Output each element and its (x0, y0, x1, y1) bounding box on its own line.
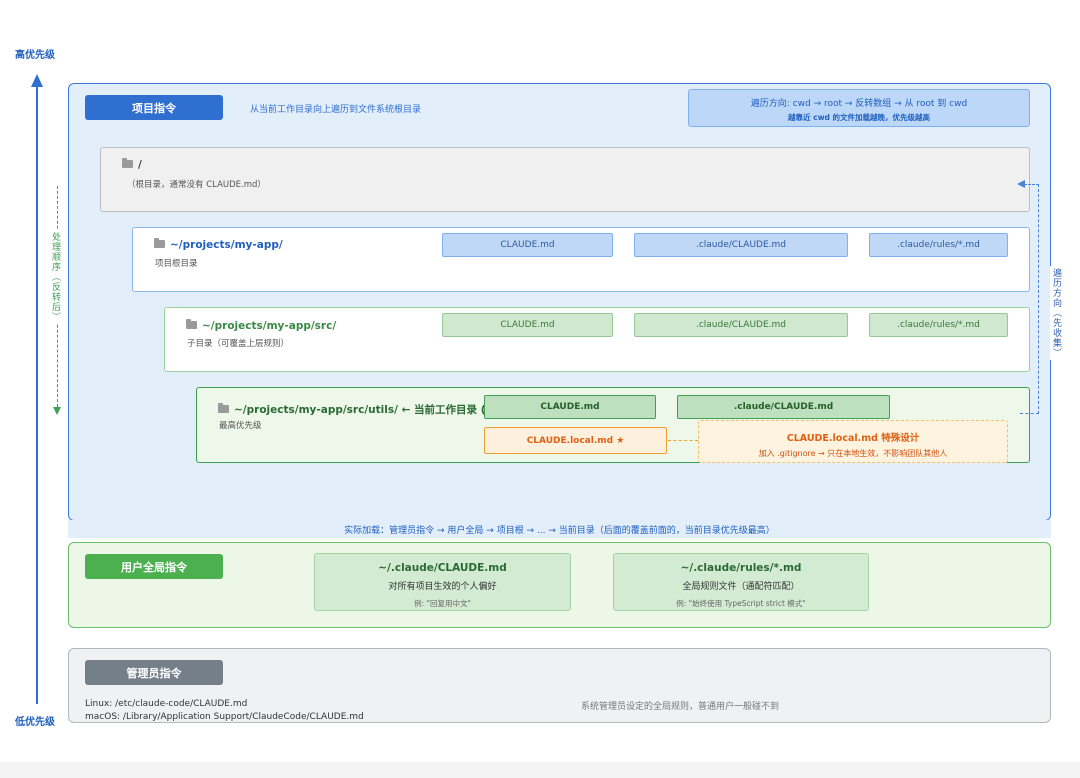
user-card-example: 例: "回复用中文" (414, 599, 471, 608)
user-card-rules: ~/.claude/rules/*.md 全局规则文件（通配符匹配） 例: "始… (613, 553, 869, 611)
traversal-line-top (1024, 184, 1039, 185)
folder-icon (186, 319, 197, 329)
priority-arrow-head (31, 74, 43, 87)
src-directory-path: ~/projects/my-app/src/ (202, 320, 337, 332)
app-file-dot-claude-claude-md: .claude/CLAUDE.md (634, 233, 848, 257)
bottom-strip (0, 762, 1080, 778)
high-priority-label: 高优先级 (15, 50, 55, 61)
root-directory-path: / (138, 159, 142, 171)
app-file-claude-md: CLAUDE.md (442, 233, 613, 257)
src-directory-title: ~/projects/my-app/src/ (186, 319, 337, 332)
root-directory-title: / (122, 158, 142, 171)
app-directory-title: ~/projects/my-app/ (154, 238, 283, 251)
app-file-rules: .claude/rules/*.md (869, 233, 1008, 257)
project-subtitle: 从当前工作目录向上遍历到文件系统根目录 (250, 105, 422, 115)
local-note-connector (668, 440, 698, 441)
admin-badge: 管理员指令 (85, 660, 223, 685)
utils-directory-subtitle: 最高优先级 (219, 421, 262, 431)
src-file-claude-md: CLAUDE.md (442, 313, 613, 337)
folder-icon (122, 158, 133, 168)
priority-axis (36, 86, 38, 704)
admin-linux-path: Linux: /etc/claude-code/CLAUDE.md (85, 699, 248, 709)
user-global-badge: 用户全局指令 (85, 554, 223, 579)
traversal-note: 遍历方向: cwd → root → 反转数组 → 从 root 到 cwd 越… (688, 89, 1030, 127)
traversal-direction-label: 遍历方向（先收集） (1050, 266, 1061, 360)
utils-file-dot-claude-claude-md: .claude/CLAUDE.md (677, 395, 890, 419)
low-priority-label: 低优先级 (15, 717, 55, 728)
src-file-rules: .claude/rules/*.md (869, 313, 1008, 337)
utils-directory-path: ~/projects/my-app/src/utils/ ← 当前工作目录 (c (234, 404, 492, 416)
root-directory-box (100, 147, 1030, 212)
root-directory-subtitle: （根目录，通常没有 CLAUDE.md） (127, 180, 266, 190)
folder-icon (218, 403, 229, 413)
user-card-example: 例: "始终使用 TypeScript strict 模式" (676, 599, 806, 608)
processing-order-label: 处理顺序（反转后） (49, 230, 60, 324)
user-card-desc: 对所有项目生效的个人偏好 (388, 582, 497, 592)
claude-local-note-desc: 加入 .gitignore → 只在本地生效，不影响团队其他人 (758, 449, 948, 458)
traversal-arrow-head (1017, 180, 1025, 188)
app-directory-path: ~/projects/my-app/ (170, 239, 283, 251)
admin-panel (68, 648, 1051, 723)
claude-local-note-title: CLAUDE.local.md 特殊设计 (786, 433, 920, 444)
src-file-dot-claude-claude-md: .claude/CLAUDE.md (634, 313, 848, 337)
src-directory-subtitle: 子目录（可覆盖上层规则） (187, 339, 290, 349)
folder-icon (154, 238, 165, 248)
admin-description: 系统管理员设定的全局规则，普通用户一般碰不到 (581, 702, 780, 712)
traversal-line-bottom (1020, 413, 1039, 414)
claude-local-note: CLAUDE.local.md 特殊设计 加入 .gitignore → 只在本… (698, 420, 1008, 463)
project-instructions-badge: 项目指令 (85, 95, 223, 120)
traversal-note-line2: 越靠近 cwd 的文件加载越晚，优先级越高 (788, 113, 930, 122)
utils-file-claude-md: CLAUDE.md (484, 395, 656, 419)
admin-macos-path: macOS: /Library/Application Support/Clau… (85, 712, 364, 722)
utils-directory-title: ~/projects/my-app/src/utils/ ← 当前工作目录 (c (218, 402, 492, 417)
load-order-strip: 实际加载：管理员指令 → 用户全局 → 项目根 → ... → 当前目录（后面的… (68, 520, 1051, 538)
processing-order-arrow-head (53, 407, 61, 415)
user-card-title: ~/.claude/CLAUDE.md (378, 562, 507, 574)
user-card-title: ~/.claude/rules/*.md (680, 562, 802, 574)
user-card-desc: 全局规则文件（通配符匹配） (682, 582, 800, 592)
traversal-note-line1: 遍历方向: cwd → root → 反转数组 → 从 root 到 cwd (750, 99, 968, 109)
app-directory-subtitle: 项目根目录 (155, 259, 198, 269)
user-card-claude-md: ~/.claude/CLAUDE.md 对所有项目生效的个人偏好 例: "回复用… (314, 553, 571, 611)
traversal-line (1038, 184, 1039, 414)
utils-file-claude-local-md: CLAUDE.local.md ★ (484, 427, 667, 454)
